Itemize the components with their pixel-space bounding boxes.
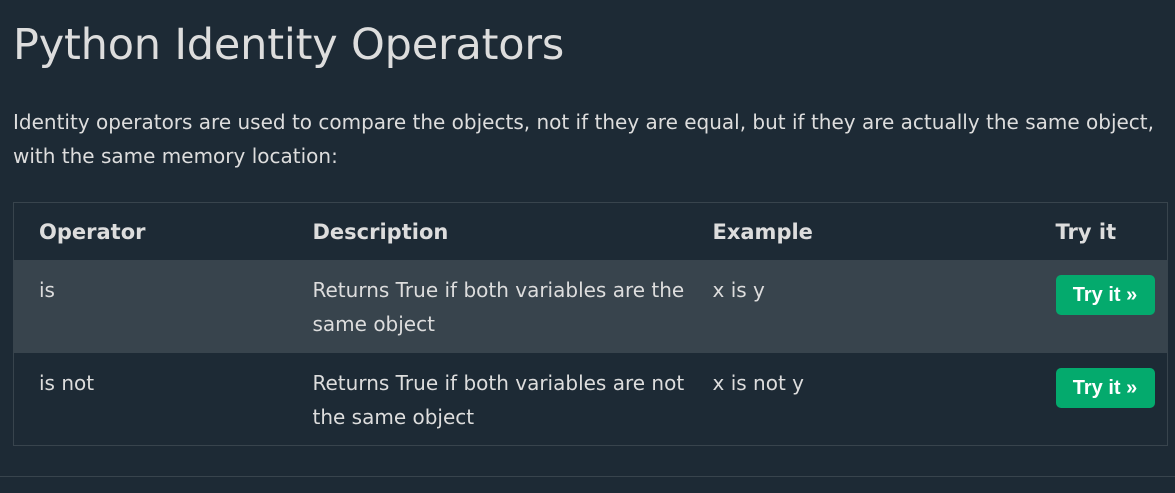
try-it-button-is-not[interactable]: Try it » xyxy=(1055,367,1155,408)
cell-try-it: Try it » xyxy=(1055,260,1168,353)
header-try-it: Try it xyxy=(1055,220,1117,244)
identity-operators-table: Operator Description Example Try it is R… xyxy=(13,202,1168,446)
cell-try-it: Try it » xyxy=(1055,353,1168,446)
table-header-row: Operator Description Example Try it xyxy=(13,202,1168,260)
intro-paragraph: Identity operators are used to compare t… xyxy=(13,110,1154,168)
cell-description: Returns True if both variables are the s… xyxy=(312,277,685,336)
cell-operator: is xyxy=(39,277,55,302)
page-title: Python Identity Operators xyxy=(13,20,565,70)
table-row: is Returns True if both variables are th… xyxy=(13,259,1168,353)
table-row: is not Returns True if both variables ar… xyxy=(13,352,1168,446)
section-divider xyxy=(0,476,1175,477)
cell-example: x is not y xyxy=(712,370,804,395)
cell-description: Returns True if both variables are not t… xyxy=(312,370,685,429)
header-operator: Operator xyxy=(39,220,146,244)
header-example: Example xyxy=(712,220,813,244)
cell-example: x is y xyxy=(712,277,765,302)
header-description: Description xyxy=(312,220,449,244)
cell-operator: is not xyxy=(39,370,95,395)
try-it-button-is[interactable]: Try it » xyxy=(1055,274,1155,315)
